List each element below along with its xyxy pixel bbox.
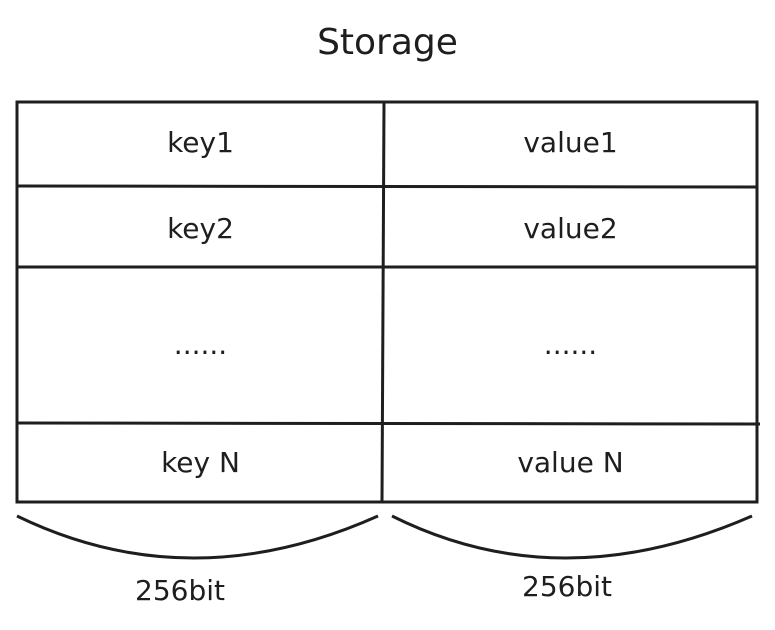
table-border xyxy=(15,100,759,504)
value-cell: value2 xyxy=(523,212,618,245)
column-divider xyxy=(380,101,386,503)
value-cell: value1 xyxy=(523,126,618,159)
key-cell: key2 xyxy=(167,212,234,245)
key-cell: key N xyxy=(161,446,240,479)
value-cell: value N xyxy=(517,446,624,479)
value-cell: ...... xyxy=(543,328,598,361)
key-cell: key1 xyxy=(167,126,234,159)
key-width-label: 256bit xyxy=(135,574,225,607)
value-brace xyxy=(391,514,753,560)
value-width-label: 256bit xyxy=(522,570,612,603)
diagram-title: Storage xyxy=(317,22,458,63)
key-cell: ...... xyxy=(173,328,228,361)
key-brace xyxy=(16,514,379,560)
